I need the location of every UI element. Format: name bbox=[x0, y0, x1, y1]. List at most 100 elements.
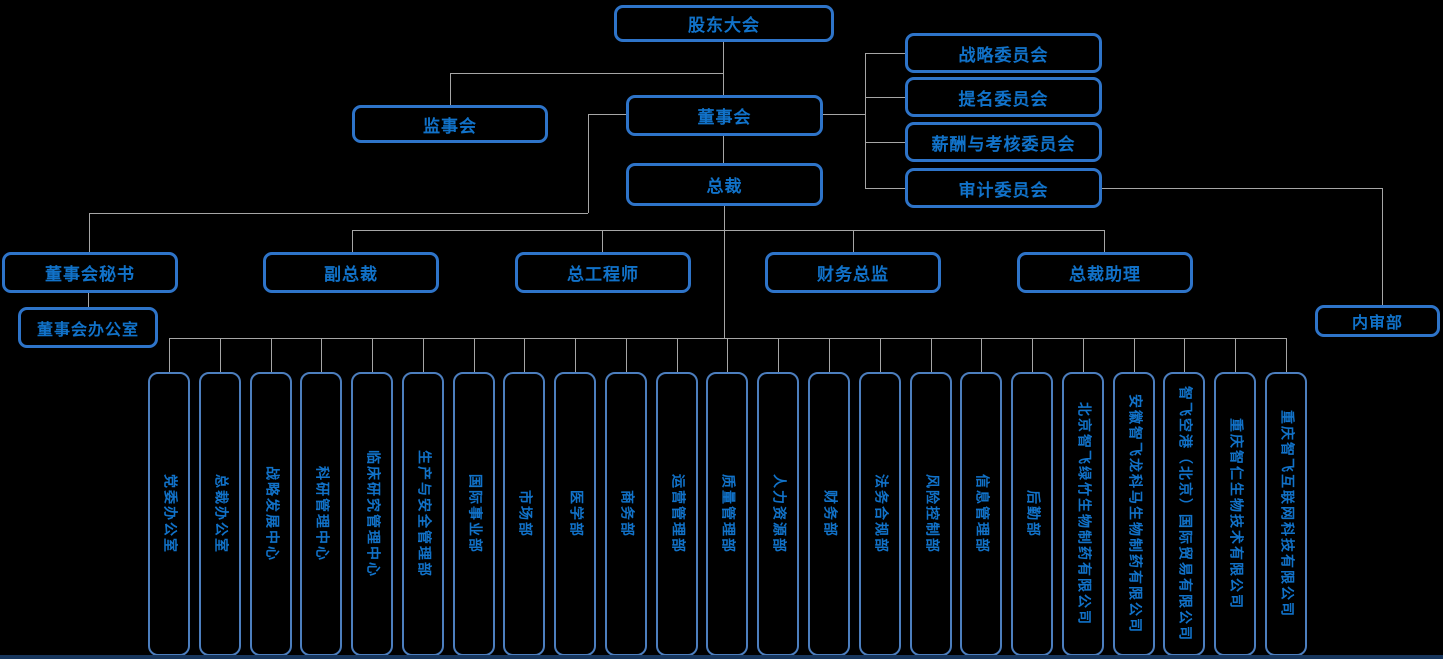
committee-box: 提名委员会 bbox=[905, 77, 1102, 117]
node-label: 内审部 bbox=[1351, 313, 1403, 332]
department-box: 法务合规部 bbox=[859, 372, 901, 656]
org-node-president: 总裁 bbox=[626, 163, 823, 206]
executive-box: 总工程师 bbox=[515, 252, 691, 293]
connector-line bbox=[865, 53, 866, 188]
department-box: 生产与安全管理部 bbox=[402, 372, 444, 656]
connector-line bbox=[853, 230, 854, 252]
org-node-board-of-directors: 董事会 bbox=[626, 95, 823, 136]
connector-line bbox=[352, 230, 353, 252]
connector-line bbox=[778, 338, 779, 372]
node-label: 商务部 bbox=[618, 490, 635, 538]
connector-line bbox=[880, 338, 881, 372]
department-box: 党委办公室 bbox=[148, 372, 190, 656]
department-box: 国际事业部 bbox=[453, 372, 495, 656]
department-box: 人力资源部 bbox=[757, 372, 799, 656]
connector-line bbox=[865, 53, 905, 54]
node-label: 副总裁 bbox=[324, 265, 378, 285]
department-box: 信息管理部 bbox=[960, 372, 1002, 656]
node-label: 董事会办公室 bbox=[36, 319, 139, 339]
node-label: 总工程师 bbox=[567, 265, 639, 285]
connector-line bbox=[1235, 338, 1236, 372]
connector-line bbox=[823, 114, 865, 115]
node-label: 董事会 bbox=[697, 108, 752, 128]
node-label: 董事会秘书 bbox=[45, 265, 135, 285]
connector-line bbox=[450, 73, 724, 74]
connector-line bbox=[372, 338, 373, 372]
org-node-shareholders-meeting: 股东大会 bbox=[614, 5, 834, 42]
connector-line bbox=[1104, 230, 1105, 252]
executive-box: 财务总监 bbox=[765, 252, 941, 293]
node-label: 国际事业部 bbox=[466, 474, 483, 554]
connector-line bbox=[1102, 188, 1382, 189]
connector-line bbox=[727, 338, 728, 372]
node-label: 信息管理部 bbox=[973, 474, 990, 554]
department-box: 重庆智飞互联网科技有限公司 bbox=[1265, 372, 1307, 656]
node-label: 北京智飞绿竹生物制药有限公司 bbox=[1075, 402, 1092, 626]
connector-line bbox=[89, 213, 588, 214]
department-box: 重庆智仁生物技术有限公司 bbox=[1214, 372, 1256, 656]
connector-line bbox=[1286, 338, 1287, 372]
node-label: 战略委员会 bbox=[958, 45, 1049, 66]
node-label: 人力资源部 bbox=[770, 474, 787, 554]
connector-line bbox=[865, 97, 905, 98]
connector-line bbox=[524, 338, 525, 372]
connector-line bbox=[602, 230, 603, 252]
node-label: 智飞空港（北京）国际贸易有限公司 bbox=[1176, 386, 1193, 642]
node-label: 党委办公室 bbox=[161, 474, 178, 554]
connector-line bbox=[865, 142, 905, 143]
node-label: 医学部 bbox=[567, 490, 584, 538]
bottom-border-bar bbox=[0, 655, 1443, 659]
connector-line bbox=[981, 338, 982, 372]
department-box: 商务部 bbox=[605, 372, 647, 656]
node-label: 重庆智飞互联网科技有限公司 bbox=[1278, 410, 1295, 618]
org-node-supervisory-board: 监事会 bbox=[352, 105, 548, 143]
node-label: 总裁 bbox=[706, 177, 743, 197]
connector-line bbox=[1134, 338, 1135, 372]
department-box: 临床研究管理中心 bbox=[351, 372, 393, 656]
department-box: 总裁办公室 bbox=[199, 372, 241, 656]
node-label: 监事会 bbox=[423, 116, 477, 137]
department-box: 智飞空港（北京）国际贸易有限公司 bbox=[1163, 372, 1205, 656]
executive-box: 董事会秘书 bbox=[2, 252, 178, 293]
node-label: 总裁办公室 bbox=[212, 474, 229, 554]
node-label: 提名委员会 bbox=[958, 89, 1049, 110]
connector-line bbox=[1083, 338, 1084, 372]
connector-line bbox=[1184, 338, 1185, 372]
department-box: 运营管理部 bbox=[656, 372, 698, 656]
department-box: 质量管理部 bbox=[706, 372, 748, 656]
connector-line bbox=[865, 188, 905, 189]
node-label: 薪酬与考核委员会 bbox=[931, 134, 1076, 155]
node-label: 风险控制部 bbox=[923, 474, 940, 554]
org-node-board-office: 董事会办公室 bbox=[18, 307, 158, 348]
connector-line bbox=[931, 338, 932, 372]
node-label: 审计委员会 bbox=[958, 180, 1049, 201]
committee-box: 战略委员会 bbox=[905, 33, 1102, 73]
department-box: 医学部 bbox=[554, 372, 596, 656]
department-box: 风险控制部 bbox=[910, 372, 952, 656]
connector-line bbox=[1032, 338, 1033, 372]
department-box: 科研管理中心 bbox=[300, 372, 342, 656]
connector-line bbox=[588, 114, 589, 213]
node-label: 科研管理中心 bbox=[313, 466, 330, 562]
node-label: 股东大会 bbox=[688, 16, 760, 36]
connector-line bbox=[677, 338, 678, 372]
connector-line bbox=[89, 213, 90, 252]
executive-box: 总裁助理 bbox=[1017, 252, 1193, 293]
committee-box: 薪酬与考核委员会 bbox=[905, 122, 1102, 162]
connector-line bbox=[423, 338, 424, 372]
node-label: 后勤部 bbox=[1024, 490, 1041, 538]
department-box: 财务部 bbox=[808, 372, 850, 656]
connector-line bbox=[829, 338, 830, 372]
connector-line bbox=[169, 338, 170, 372]
node-label: 重庆智仁生物技术有限公司 bbox=[1227, 418, 1244, 610]
connector-line bbox=[588, 114, 626, 115]
connector-line bbox=[220, 338, 221, 372]
committee-box: 审计委员会 bbox=[905, 168, 1102, 208]
node-label: 法务合规部 bbox=[872, 474, 889, 554]
node-label: 质量管理部 bbox=[719, 474, 736, 554]
node-label: 财务部 bbox=[821, 490, 838, 538]
node-label: 安徽智飞龙科马生物制药有限公司 bbox=[1126, 394, 1143, 634]
department-box: 战略发展中心 bbox=[250, 372, 292, 656]
connector-line bbox=[626, 338, 627, 372]
